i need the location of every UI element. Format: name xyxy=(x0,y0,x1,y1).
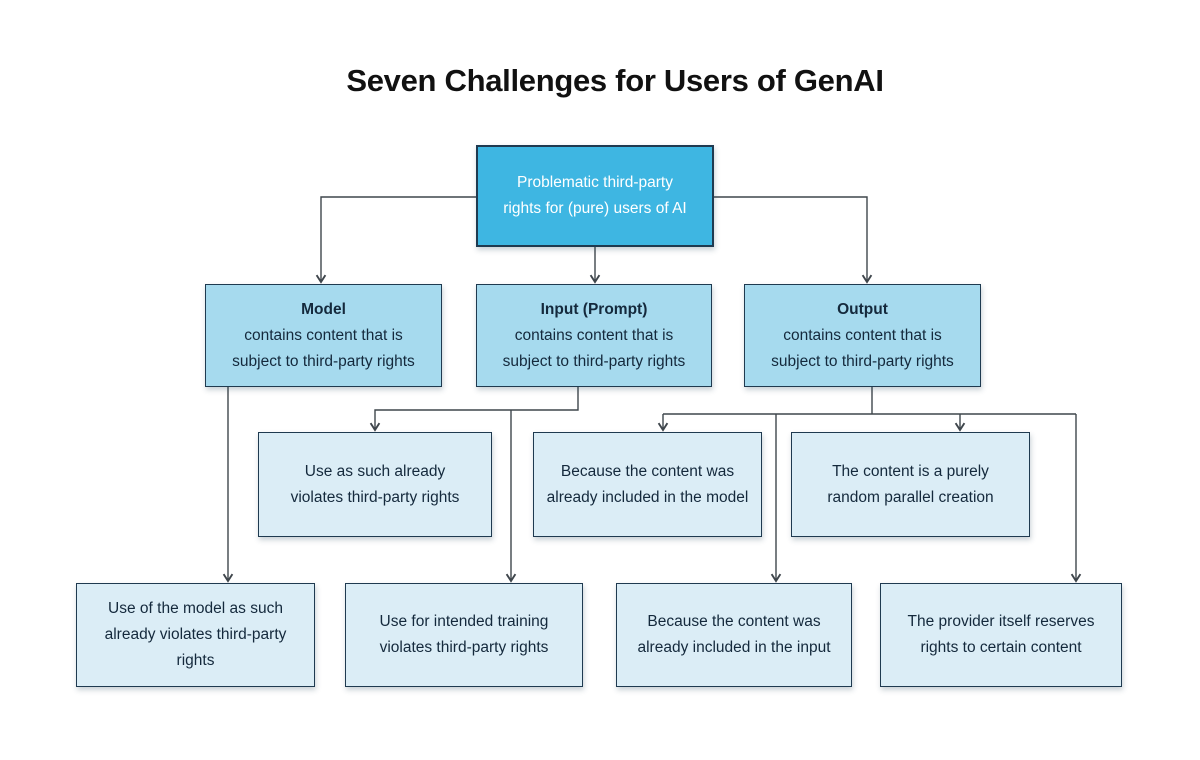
node-use-as-such-violates: Use as such already violates third-party… xyxy=(258,432,492,537)
node-content-included-in-model: Because the content was already included… xyxy=(533,432,762,537)
node-mid-1-text: Because the content was already included… xyxy=(546,462,749,506)
node-content-included-in-input: Because the content was already included… xyxy=(616,583,852,687)
node-input-prompt: Input (Prompt) contains content that is … xyxy=(476,284,712,387)
page-title: Seven Challenges for Users of GenAI xyxy=(346,63,884,98)
node-model-title: Model xyxy=(301,300,346,318)
node-root-text: Problematic third-party rights for (pure… xyxy=(503,174,687,217)
node-model: Model contains content that is subject t… xyxy=(205,284,442,387)
node-training-violates: Use for intended training violates third… xyxy=(345,583,583,687)
node-mid-0-text: Use as such already violates third-party… xyxy=(290,462,460,506)
connector-root-to-output xyxy=(714,196,873,284)
node-random-parallel-creation: The content is a purely random parallel … xyxy=(791,432,1030,537)
connector-input-to-mid-0 xyxy=(369,387,579,432)
node-output-body: contains content that is subject to thir… xyxy=(771,326,954,370)
node-mid-2-text: The content is a purely random parallel … xyxy=(827,462,994,506)
node-bottom-3-text: The provider itself reserves rights to c… xyxy=(907,613,1095,656)
node-use-of-model-violates: Use of the model as such already violate… xyxy=(76,583,315,687)
node-input-title: Input (Prompt) xyxy=(540,300,648,318)
node-provider-reserves-rights: The provider itself reserves rights to c… xyxy=(880,583,1122,687)
node-bottom-0-text: Use of the model as such already violate… xyxy=(104,600,287,669)
connector-root-to-model xyxy=(315,196,476,284)
node-output: Output contains content that is subject … xyxy=(744,284,981,387)
node-output-title: Output xyxy=(837,300,888,318)
node-bottom-1-text: Use for intended training violates third… xyxy=(379,613,549,656)
node-input-body: contains content that is subject to thir… xyxy=(502,326,686,370)
node-root: Problematic third-party rights for (pure… xyxy=(476,145,714,247)
node-bottom-2-text: Because the content was already included… xyxy=(637,613,831,656)
node-model-body: contains content that is subject to thir… xyxy=(232,326,415,370)
